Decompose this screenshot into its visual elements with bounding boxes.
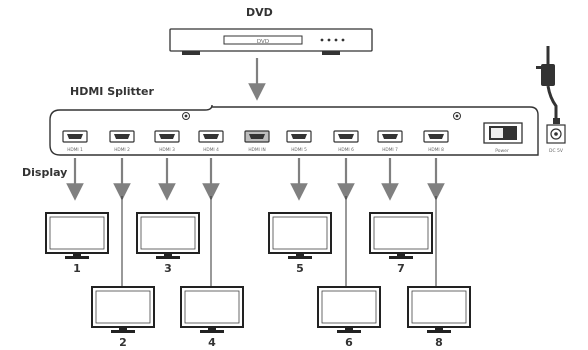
hdmi-output-port: HDMI 1 (62, 130, 88, 153)
monitor-icon (180, 286, 244, 333)
port-label: HDMI 2 (114, 147, 130, 153)
button-dot (320, 38, 324, 42)
power-switch[interactable] (483, 122, 523, 144)
dvd-title: DVD (246, 6, 273, 19)
port-label: HDMI 7 (382, 147, 398, 153)
power-label: Power (495, 148, 509, 154)
monitor-icon (45, 212, 109, 259)
port-label: HDMI 4 (203, 147, 219, 153)
display-number: 4 (208, 336, 216, 349)
display-6: 6 (317, 158, 381, 349)
button-dot (334, 38, 338, 42)
display-7: 7 (369, 158, 433, 275)
dc-jack (546, 124, 566, 144)
display-8: 8 (407, 158, 471, 349)
display-number: 5 (296, 262, 304, 275)
display-number: 6 (345, 336, 353, 349)
hdmi-output-port: HDMI 6 (333, 130, 359, 153)
display-4: 4 (180, 158, 244, 349)
display-number: 8 (435, 336, 443, 349)
power-adapter (536, 46, 560, 124)
hdmi-output-port: HDMI 8 (423, 130, 449, 153)
display-2: 2 (91, 158, 155, 349)
display-5: 5 (268, 158, 332, 275)
port-label: HDMI 8 (428, 147, 444, 153)
display-3: 3 (136, 158, 200, 275)
port-label: HDMI 6 (338, 147, 354, 153)
hdmi-output-port: HDMI 5 (286, 130, 312, 153)
hdmi-output-port: HDMI 7 (377, 130, 403, 153)
splitter-label: HDMI Splitter (70, 85, 155, 98)
hdmi-output-port: HDMI 2 (109, 130, 135, 153)
dvd-foot (182, 51, 200, 55)
port-label: HDMI 3 (159, 147, 175, 153)
port-label: HDMI 1 (67, 147, 83, 153)
display-number: 7 (397, 262, 405, 275)
display-number: 3 (164, 262, 172, 275)
monitor-icon (317, 286, 381, 333)
monitor-icon (136, 212, 200, 259)
dc-label: DC 5V (549, 148, 564, 154)
hdmi-splitter: HDMI 1 HDMI 2 HDMI 3 HDMI 4 HDMI IN HDMI 5 HDM… (49, 104, 566, 156)
display-label: Display (22, 166, 67, 179)
hdmi-input-port: HDMI IN (244, 130, 270, 153)
display-number: 2 (119, 336, 127, 349)
monitor-icon (91, 286, 155, 333)
display-number: 1 (73, 262, 81, 275)
hdmi-output-port: HDMI 3 (154, 130, 180, 153)
button-dot (327, 38, 331, 42)
hdmi-output-port: HDMI 4 (198, 130, 224, 153)
dvd-foot (322, 51, 340, 55)
port-label: HDMI IN (248, 147, 265, 153)
monitor-icon (407, 286, 471, 333)
port-label: HDMI 5 (291, 147, 307, 153)
button-dot (341, 38, 345, 42)
dvd-display-text: DVD (257, 39, 269, 45)
monitor-icon (268, 212, 332, 259)
display-1: 1 (45, 158, 109, 275)
dvd-player: DVD (169, 28, 373, 55)
monitor-icon (369, 212, 433, 259)
